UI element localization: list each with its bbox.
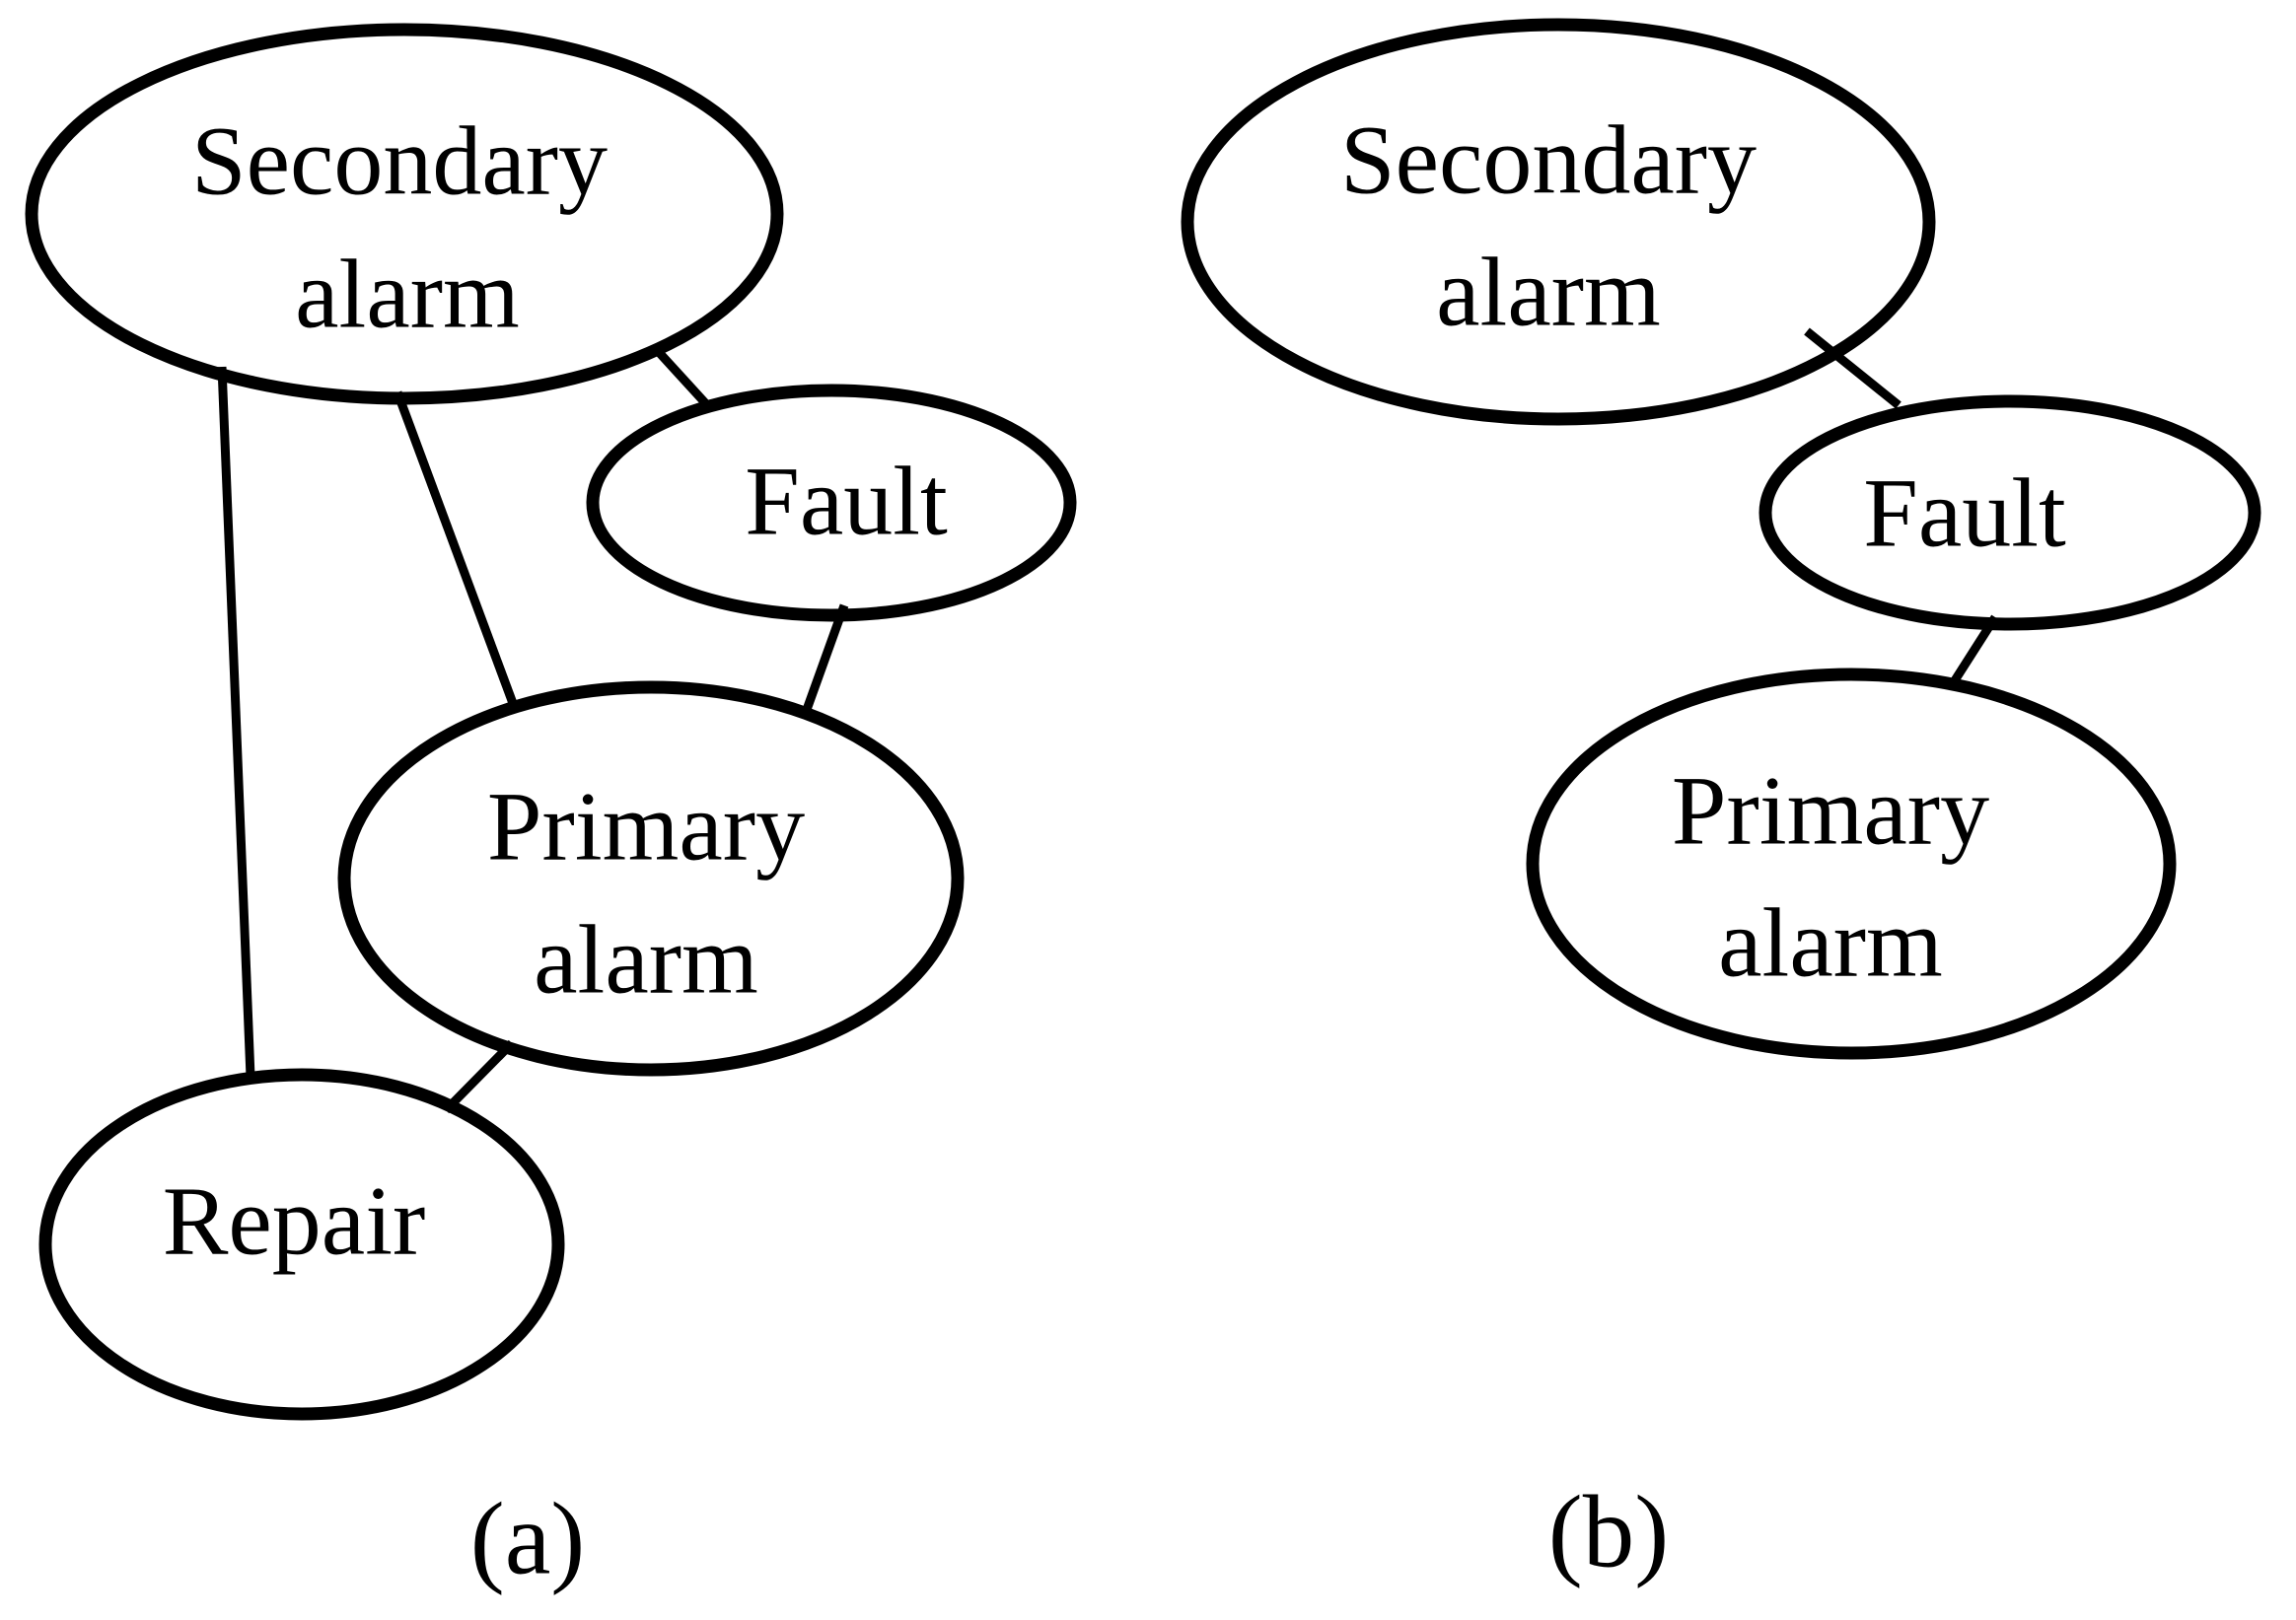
node-a-primary-alarm-ellipse [337, 680, 965, 1077]
node-b-primary-alarm-label-line-1: Primary [1672, 756, 1989, 866]
node-a-primary-alarm-label-line-2: alarm [534, 905, 758, 1015]
node-b-secondary-alarm-ellipse [1181, 18, 1936, 426]
node-a-primary-alarm-label-line-1: Primary [487, 772, 805, 881]
node-b-primary-alarm-ellipse [1526, 668, 2177, 1060]
node-b-secondary-alarm-label-line-1: Secondary [1340, 106, 1757, 215]
edge-a-primary-alarm--repair [442, 1039, 516, 1114]
edge-b-fault--primary-alarm [1946, 614, 1999, 691]
node-a-fault-ellipse [586, 384, 1077, 622]
node-b-fault-ellipse [1758, 394, 2261, 631]
caption-graph-a: (a) [469, 1480, 586, 1596]
edge-a-fault--primary-alarm [799, 603, 849, 720]
edge-a-secondary-alarm--primary-alarm [393, 390, 519, 708]
edge-b-secondary-alarm--fault [1804, 327, 1901, 409]
node-b-fault-label-line-1: Fault [1863, 458, 2066, 568]
edge-a-secondary-alarm--repair [217, 366, 255, 1078]
caption-graph-b: (b) [1547, 1473, 1670, 1589]
node-a-secondary-alarm-label-line-1: Secondary [191, 106, 608, 216]
node-a-fault-label-line-1: Fault [745, 447, 948, 556]
node-b-primary-alarm-label-line-2: alarm [1718, 888, 1943, 998]
node-a-secondary-alarm-label-line-2: alarm [295, 240, 520, 349]
node-b-secondary-alarm-label-line-2: alarm [1436, 238, 1661, 347]
node-a-repair-label-line-1: Repair [163, 1166, 426, 1276]
edge-a-secondary-alarm--fault [653, 346, 713, 411]
node-a-repair-ellipse [38, 1068, 565, 1421]
